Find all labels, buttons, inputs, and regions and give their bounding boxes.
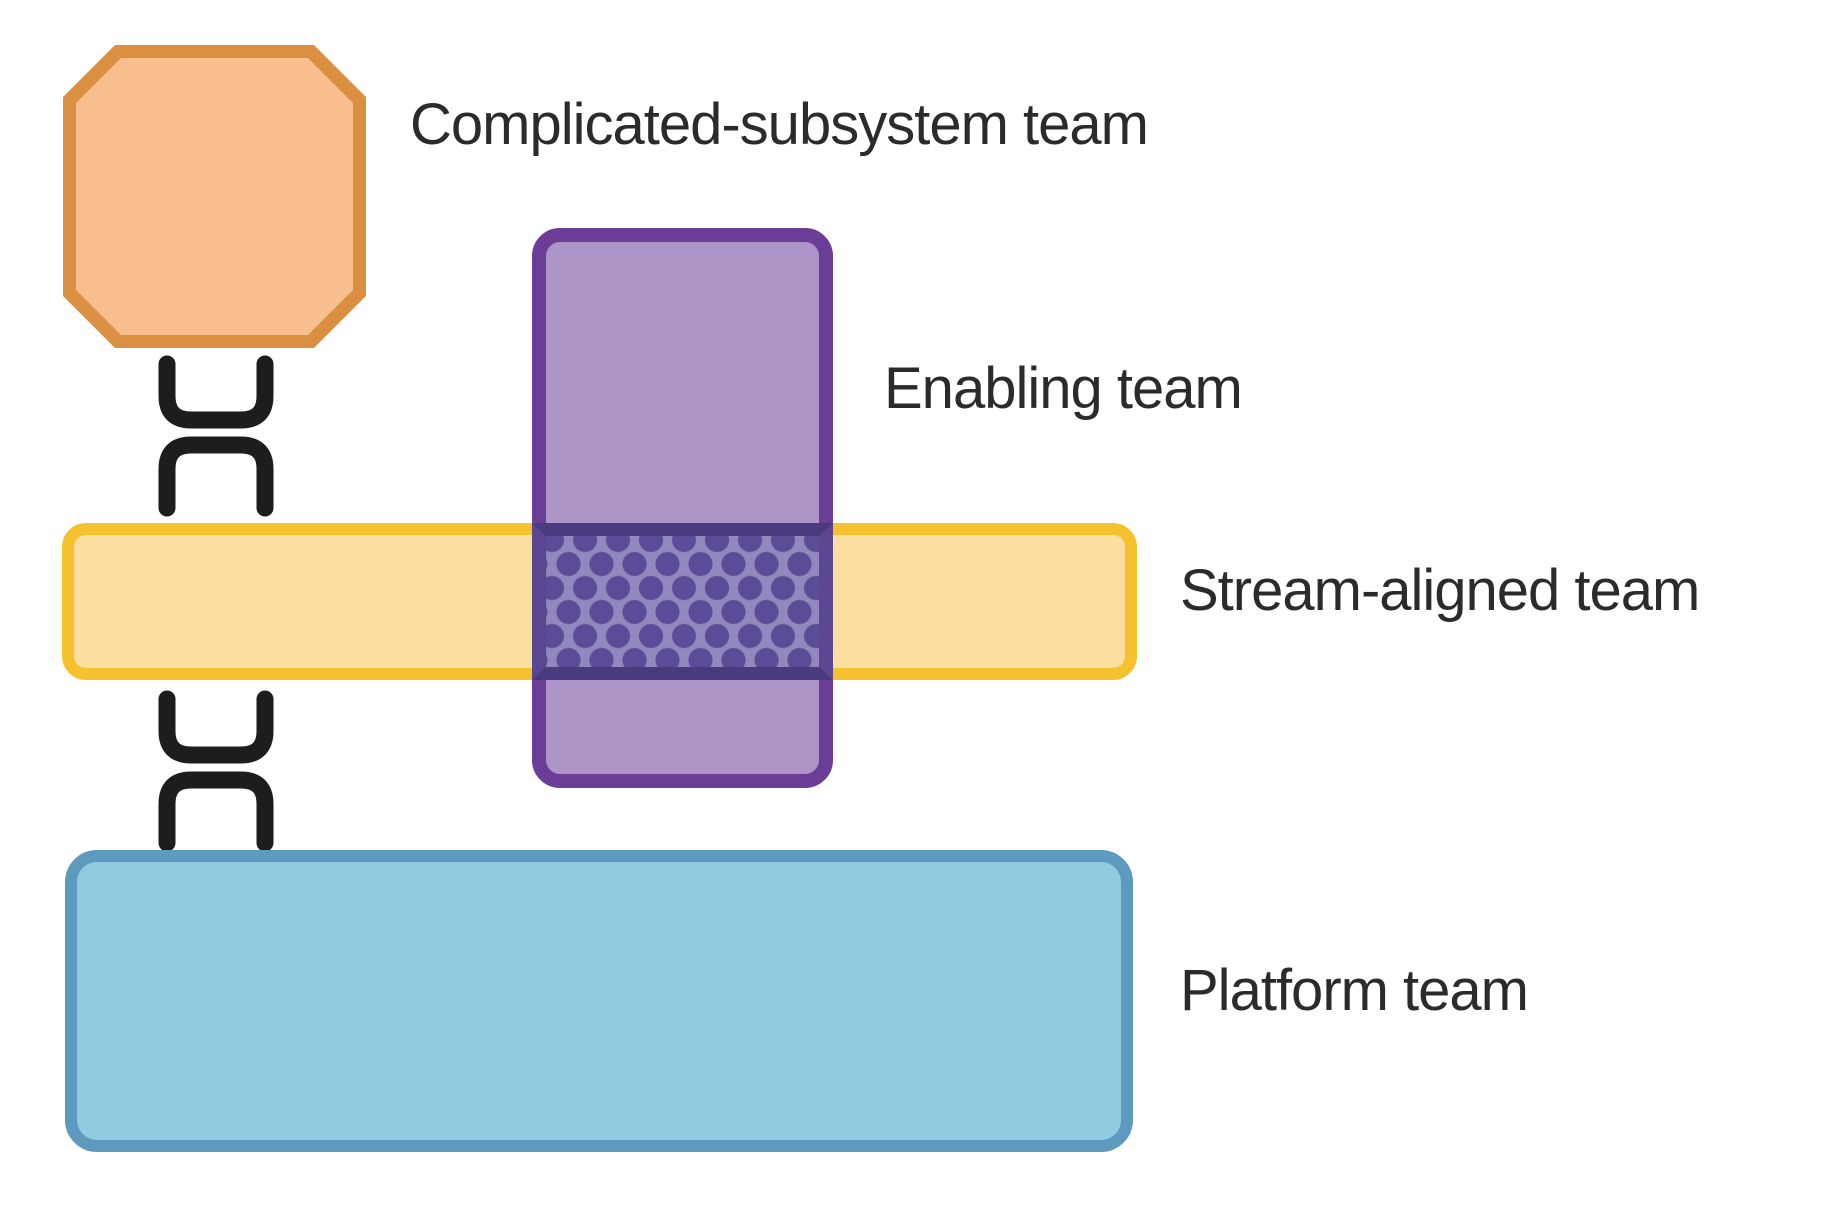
platform-team-label: Platform team: [1180, 958, 1529, 1023]
enabling-team-shape: [532, 228, 833, 788]
enabling-stream-overlap-region: [532, 523, 833, 680]
stream-aligned-team-label: Stream-aligned team: [1180, 558, 1700, 623]
interlocking-brackets-connector-icon-top: [158, 355, 274, 517]
complicated-subsystem-team-shape: [63, 45, 366, 348]
complicated-subsystem-team-label: Complicated-subsystem team: [410, 92, 1149, 157]
complicated-subsystem-team-shape-fill: [76, 58, 353, 335]
platform-team-shape: [65, 850, 1133, 1152]
interlocking-brackets-connector-icon-bottom: [158, 690, 274, 852]
enabling-team-label: Enabling team: [884, 356, 1243, 421]
